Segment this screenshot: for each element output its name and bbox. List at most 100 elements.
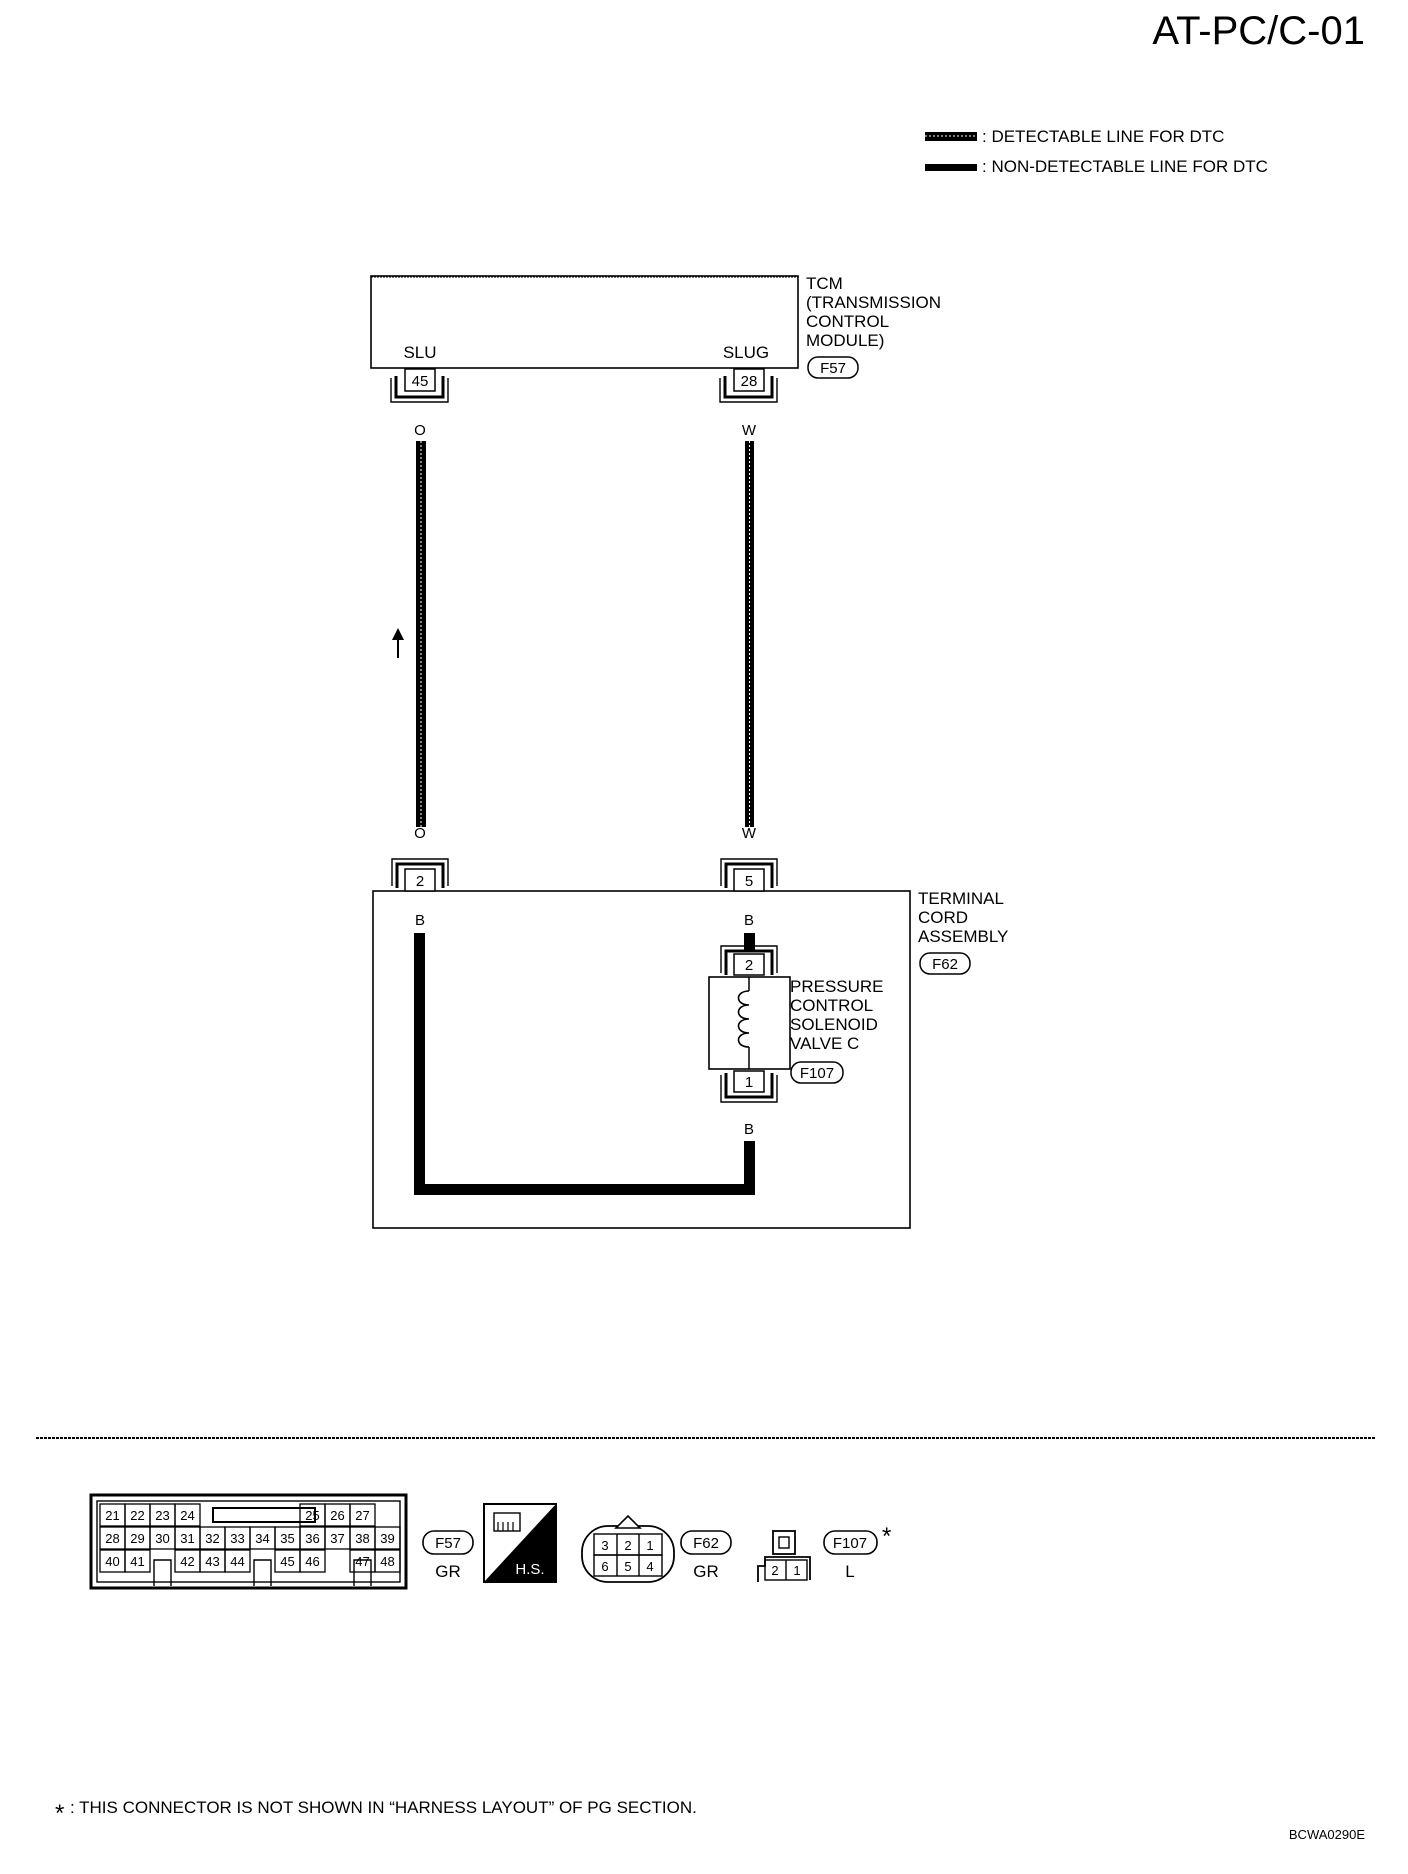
wire-color-label: W [742, 422, 757, 439]
terminal-cord-connector-badge [919, 952, 971, 975]
solenoid-pin-number: 2 [745, 957, 753, 974]
f57-cell: 44 [230, 1554, 244, 1569]
f107-cell: 2 [771, 1563, 778, 1578]
wire-color-label: B [744, 912, 754, 929]
solenoid-connector-id: F107 [800, 1065, 834, 1082]
wire-solenoid-return [744, 1141, 755, 1195]
tcm-module: TCM (TRANSMISSION CONTROL MODULE) F57 SL… [370, 274, 941, 379]
tcm-name-line: TCM [806, 274, 843, 293]
tcm-connector-badge [807, 356, 859, 379]
f62-cell: 5 [624, 1559, 631, 1574]
f57-cell-box [299, 1549, 326, 1573]
f57-cell: 29 [130, 1531, 144, 1546]
f57-connector-badge [422, 1530, 474, 1555]
f62-cell: 3 [601, 1538, 608, 1553]
non-detectable-line-label: : NON-DETECTABLE LINE FOR DTC [982, 157, 1268, 176]
f57-latch [212, 1507, 316, 1523]
f62-cell: 4 [646, 1559, 653, 1574]
f57-cell: 47 [355, 1554, 369, 1569]
f57-cell: 38 [355, 1531, 369, 1546]
f57-cell: 31 [180, 1531, 194, 1546]
f57-cell: 28 [105, 1531, 119, 1546]
f57-key-notch [353, 1559, 372, 1586]
tcm-pin-45: 45 [390, 368, 449, 403]
figure-id: BCWA0290E [1289, 1827, 1365, 1842]
f57-key-notch [253, 1559, 272, 1586]
f57-cell: 35 [280, 1531, 294, 1546]
tcm-pin-number: 28 [741, 373, 758, 390]
f57-cell: 43 [205, 1554, 219, 1569]
f57-cell-box [349, 1503, 376, 1527]
f57-cell: 23 [155, 1508, 169, 1523]
tcm-connector-id: F57 [820, 360, 846, 377]
f57-cell: 41 [130, 1554, 144, 1569]
f57-cell: 34 [255, 1531, 269, 1546]
f57-cell: 46 [305, 1554, 319, 1569]
footnote-mark: * [55, 1800, 64, 1827]
terminal-cord-name-line: CORD [918, 908, 968, 927]
terminal-cord-pin-number: 2 [416, 873, 424, 890]
f57-cell-box [124, 1549, 151, 1573]
tcm-name-line: MODULE) [806, 331, 884, 350]
terminal-cord-pin-2: 2 [391, 858, 449, 892]
terminal-cord-name-line: ASSEMBLY [918, 927, 1008, 946]
solenoid-name-line: CONTROL [790, 996, 873, 1015]
page-code: AT-PC/C-01 [1152, 9, 1365, 53]
wire-solenoid-feed [744, 933, 755, 951]
detectable-line-label: : DETECTABLE LINE FOR DTC [982, 127, 1224, 146]
solenoid-name-line: VALVE C [790, 1034, 859, 1053]
footnote-text: : THIS CONNECTOR IS NOT SHOWN IN “HARNES… [70, 1798, 697, 1817]
tcm-pin-label-slug: SLUG [723, 343, 769, 362]
f57-cell: 32 [205, 1531, 219, 1546]
tcm-name-line: CONTROL [806, 312, 889, 331]
solenoid-pin-2: 2 [720, 945, 778, 976]
wire-color-label: B [415, 912, 425, 929]
f107-connector-id: F107 [833, 1535, 867, 1552]
tcm-name-line: (TRANSMISSION [806, 293, 941, 312]
non-detectable-line-swatch [925, 164, 977, 171]
pressure-control-solenoid: PRESSURE CONTROL SOLENOID VALVE C F107 [708, 976, 884, 1084]
harness-side-icon: H.S. [483, 1503, 557, 1583]
f57-connector-id: F57 [435, 1535, 461, 1552]
f57-cell: 26 [330, 1508, 344, 1523]
f107-asterisk: * [882, 1523, 891, 1550]
f57-cell: 42 [180, 1554, 194, 1569]
f57-cell-box [224, 1549, 251, 1573]
f57-cell: 40 [105, 1554, 119, 1569]
f57-cell-box [374, 1549, 401, 1573]
solenoid-name-line: PRESSURE [790, 977, 884, 996]
f57-cell: 21 [105, 1508, 119, 1523]
f57-cell: 33 [230, 1531, 244, 1546]
f57-cell: 30 [155, 1531, 169, 1546]
legend: : DETECTABLE LINE FOR DTC : NON-DETECTAB… [925, 127, 1268, 176]
terminal-cord-assembly: TERMINAL CORD ASSEMBLY F62 [372, 889, 1008, 1229]
wire-color-label: O [414, 422, 426, 439]
tcm-pin-label-slu: SLU [403, 343, 436, 362]
f57-cell: 25 [305, 1508, 319, 1523]
signal-direction-arrow [392, 628, 404, 658]
solenoid-name-line: SOLENOID [790, 1015, 878, 1034]
terminal-cord-connector-id: F62 [932, 956, 958, 973]
f107-cell: 1 [793, 1563, 800, 1578]
terminal-cord-pin-5: 5 [720, 858, 778, 892]
f62-connector-id: F62 [693, 1535, 719, 1552]
f107-connector-color: L [845, 1562, 854, 1581]
f107-connector-badge [823, 1530, 878, 1555]
f57-cell: 22 [130, 1508, 144, 1523]
f57-connector-color: GR [435, 1562, 461, 1581]
wire-color-label: B [744, 1121, 754, 1138]
f62-cell: 2 [624, 1538, 631, 1553]
f107-connector-face: 2 1 [757, 1530, 811, 1582]
terminal-cord-pin-number: 5 [745, 873, 753, 890]
f62-connector-face: 3 2 1 6 5 4 [581, 1514, 675, 1583]
f57-key-notch [153, 1559, 172, 1586]
f57-cell: 48 [380, 1554, 394, 1569]
f62-connector-color: GR [693, 1562, 719, 1581]
f57-cell: 37 [330, 1531, 344, 1546]
tcm-pin-28: 28 [719, 368, 778, 403]
terminal-cord-name-line: TERMINAL [918, 889, 1004, 908]
f57-cell-box [374, 1526, 401, 1550]
solenoid-pin-1: 1 [720, 1070, 778, 1103]
